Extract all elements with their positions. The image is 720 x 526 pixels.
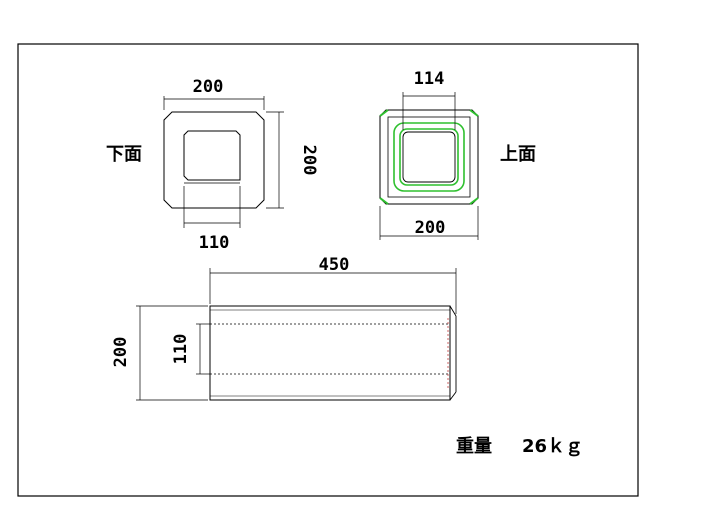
top-inner-dim: 114 [414,69,445,89]
top-view-corner-br [469,197,479,205]
weight-note: 重量 26ｋｇ [456,435,583,457]
top-width-dim: 200 [415,218,446,238]
side-length-dim: 450 [319,255,350,275]
drawing-frame [17,43,639,497]
top-view-inner-line [387,116,471,198]
top-view-corner-bl [379,197,389,205]
side-view-body [209,305,451,401]
top-view: 114 200 上面 [379,69,536,240]
bottom-view-outline [163,111,265,209]
side-height-dim: 200 [111,337,131,368]
side-view: 450 200 110 [111,255,457,401]
side-view-end-chamfer-bottom [449,391,457,401]
top-view-green-outer [393,122,465,192]
weight-label: 重量 [456,435,492,457]
bottom-inner-dim: 110 [199,233,230,253]
top-view-corner-tl [379,109,389,117]
top-view-label: 上面 [500,144,536,165]
bottom-view-label: 下面 [106,144,142,165]
side-view-end-chamfer-top [449,305,457,317]
bottom-view-inner-opening [183,130,241,181]
top-view-corner-tr [469,109,479,117]
bottom-view: 200 200 110 下面 [106,77,319,253]
top-view-inner-opening [402,131,456,183]
weight-value: 26ｋｇ [522,436,583,457]
bottom-height-dim: 200 [299,145,319,176]
top-view-green-inner [399,128,459,186]
bottom-width-dim: 200 [193,77,224,97]
side-inner-dim: 110 [171,334,191,365]
